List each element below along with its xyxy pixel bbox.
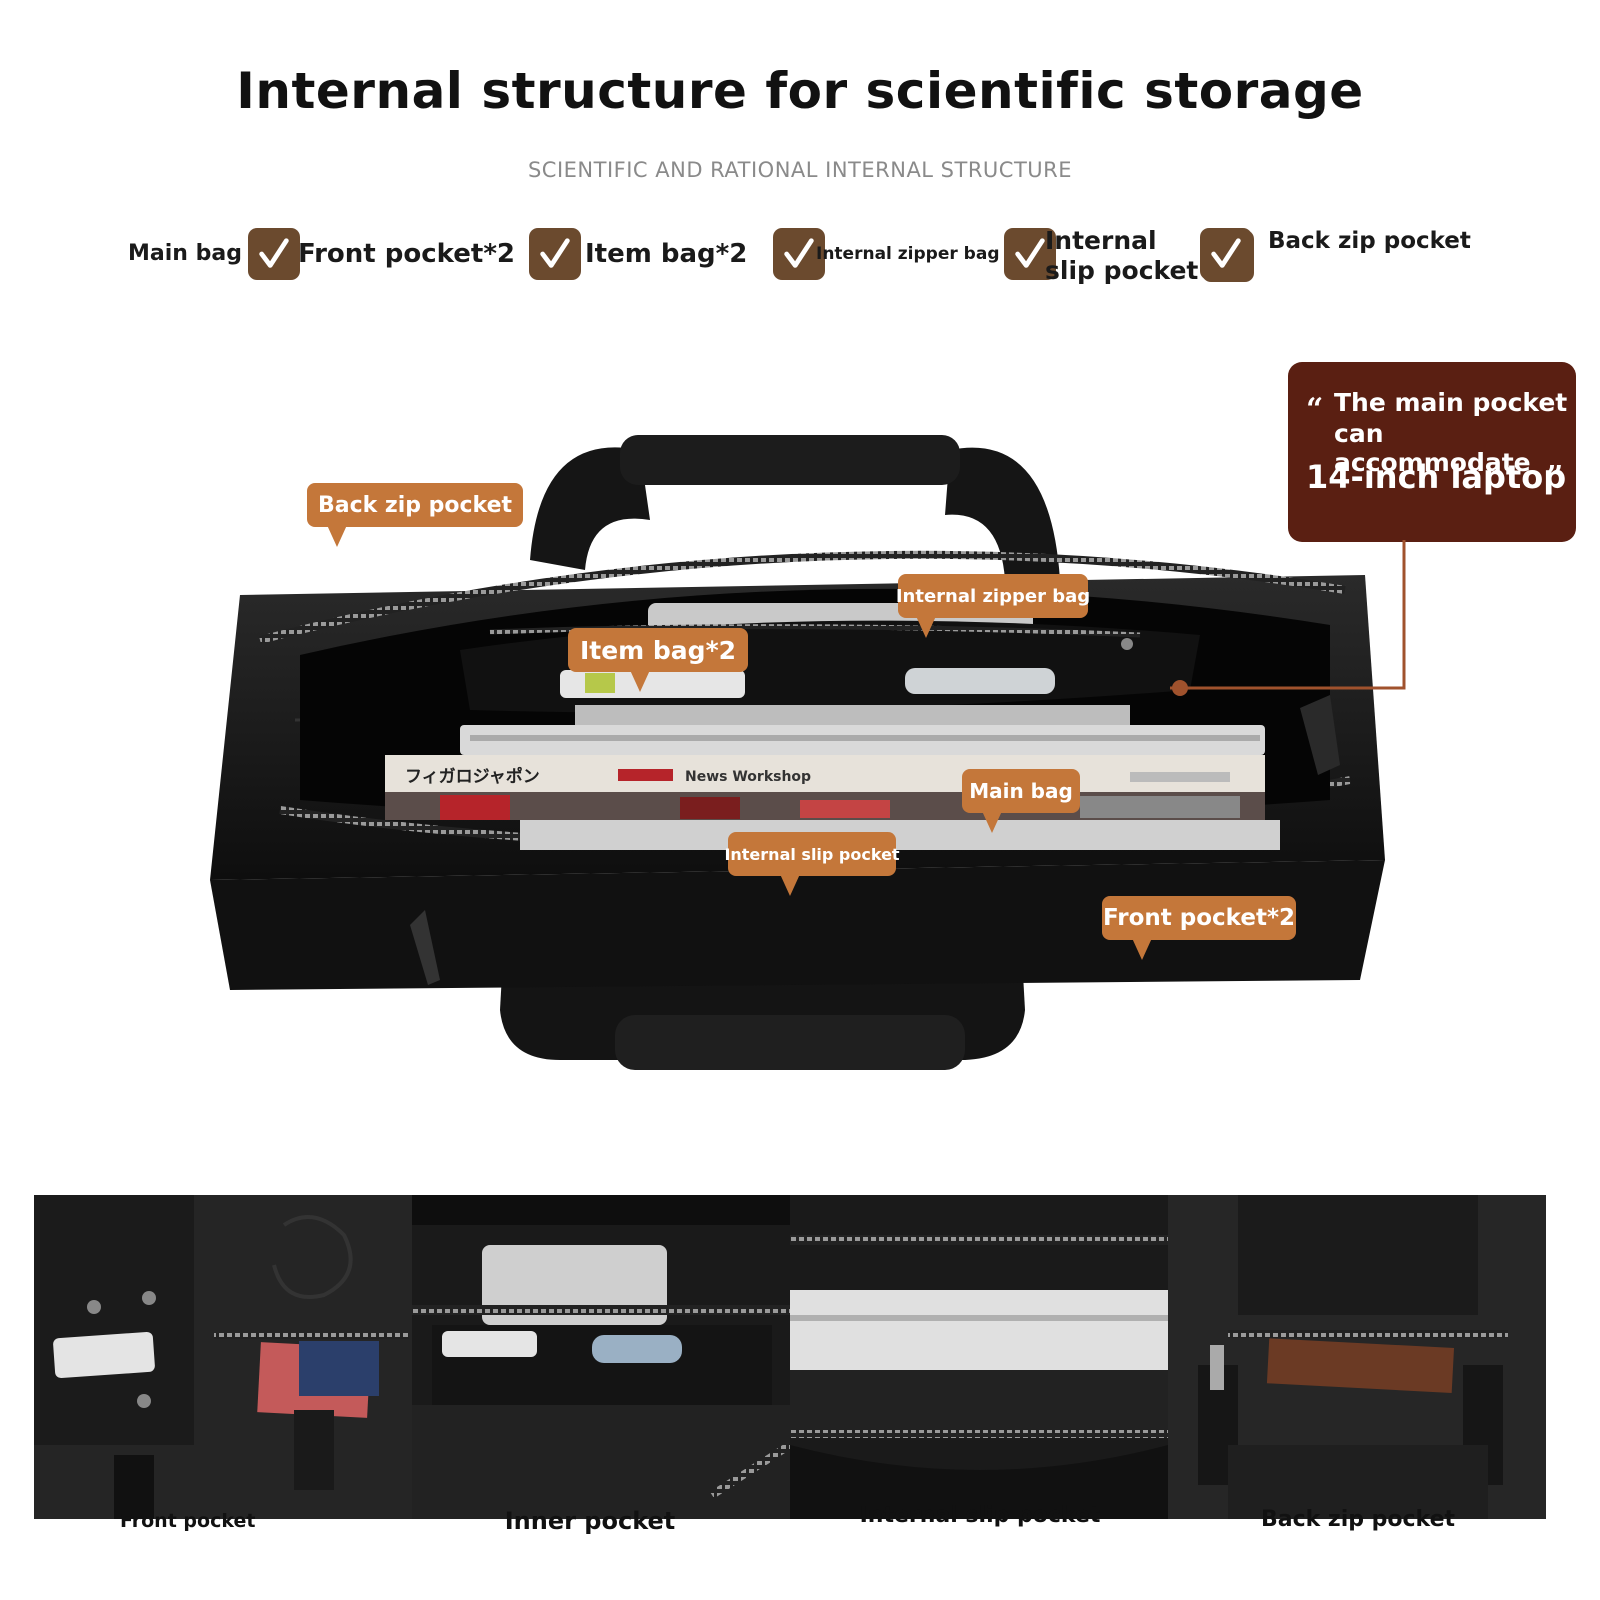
callout-internal-slip-pocket: Internal slip pocket [724,832,900,896]
briefcase-illustration: フィガロジャポン News Workshop [210,435,1385,1070]
feature-back-zip-check [1200,228,1252,280]
photo-front-pocket [34,1195,412,1519]
callout-item-bag: Item bag*2 [568,628,748,692]
close-quote: ” [1546,460,1564,495]
feature-label: Internal slip pocket [1045,226,1198,285]
open-quote: “ [1306,392,1324,427]
feature-main-bag: Main bag [128,228,300,280]
feature-label-line: slip pocket [1045,255,1199,285]
note-line-2: can accommodate [1334,419,1531,477]
magazine-japanese-text: フィガロジャポン [405,766,540,787]
callout-internal-zipper-bag: Internal zipper bag [895,574,1091,638]
callout-label: Item bag*2 [579,635,737,665]
page-subtitle: SCIENTIFIC AND RATIONAL INTERNAL STRUCTU… [527,158,1073,182]
checkmark-icon [529,228,582,280]
feature-internal-zipper-bag: Internal zipper bag [816,228,1056,280]
callout-label: Main bag [969,779,1073,803]
note-line-1: The main pocket [1334,388,1568,417]
magazine-title-text: News Workshop [685,769,811,785]
note-line-3: 14-inch laptop [1306,458,1567,496]
feature-label-line: Internal [1045,226,1157,255]
checkmark-icon [773,228,826,280]
checkmark-icon [1003,228,1056,280]
feature-label: Main bag [128,241,242,267]
checkmark-icon [1200,228,1252,280]
callout-tail [982,811,1002,833]
feature-front-pocket: Front pocket*2 [298,228,582,280]
thumbnail-label: Back zip pocket [1260,1507,1456,1532]
thumbnail-label: Internal slip pocket [859,1503,1101,1528]
photo-inner-pocket [412,1195,790,1519]
laptop-capacity-note: “ The main pocket can accommodate 14-inc… [1288,362,1576,542]
checkmark-icon [247,228,300,280]
photo-back-zip-pocket [1168,1195,1546,1519]
feature-label: Internal zipper bag [816,243,1000,264]
photo-internal-slip-pocket [790,1195,1168,1519]
callout-front-pocket: Front pocket*2 [1102,896,1296,960]
feature-label: Front pocket*2 [298,238,516,269]
page-title: Internal structure for scientific storag… [236,62,1364,120]
thumbnail-label: Front pocket [120,1510,256,1532]
thumbnail-label: Inner pocket [504,1507,676,1535]
callout-label: Front pocket*2 [1103,905,1295,931]
feature-back-zip-pocket: Back zip pocket [1250,228,1471,255]
callout-tail [630,670,650,692]
callout-tail [327,525,347,547]
callout-tail [780,874,800,896]
callout-main-bag: Main bag [962,769,1080,833]
callout-back-zip-pocket: Back zip pocket [307,483,523,547]
callout-tail [1132,938,1152,960]
feature-item-bag: Item bag*2 [585,228,826,280]
callout-label: Back zip pocket [317,492,513,518]
callout-label: Internal zipper bag [895,585,1091,607]
feature-label: Back zip pocket [1268,228,1471,254]
feature-label: Item bag*2 [585,238,748,269]
callout-label: Internal slip pocket [724,844,900,864]
note-leader-line [1170,540,1406,696]
callout-tail [916,616,936,638]
